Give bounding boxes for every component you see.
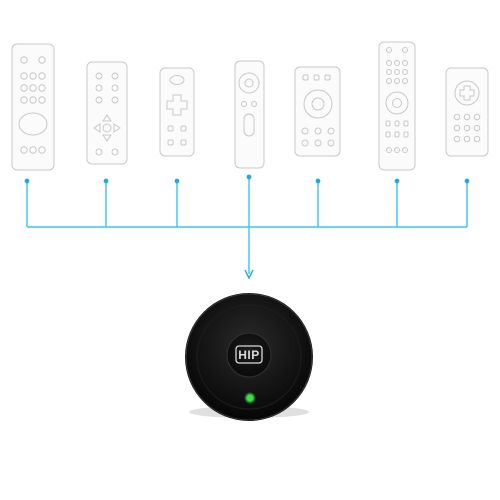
- connector-dots: [24, 174, 470, 184]
- remote-3-icon: [159, 67, 195, 157]
- hub-device: HIP: [185, 293, 313, 421]
- remote-5-icon: [294, 66, 341, 157]
- status-led: [248, 396, 252, 400]
- remote-6-icon: [378, 41, 416, 171]
- remote-4-icon: [234, 60, 265, 169]
- hip-logo-text: HIP: [238, 348, 260, 362]
- remote-7-icon: [445, 67, 489, 157]
- remote-2-icon: [86, 61, 128, 165]
- hip-logo: [235, 345, 263, 364]
- remote-1-icon: [11, 43, 55, 171]
- hub-center-button[interactable]: [226, 332, 272, 378]
- connector-lines: [26, 177, 468, 280]
